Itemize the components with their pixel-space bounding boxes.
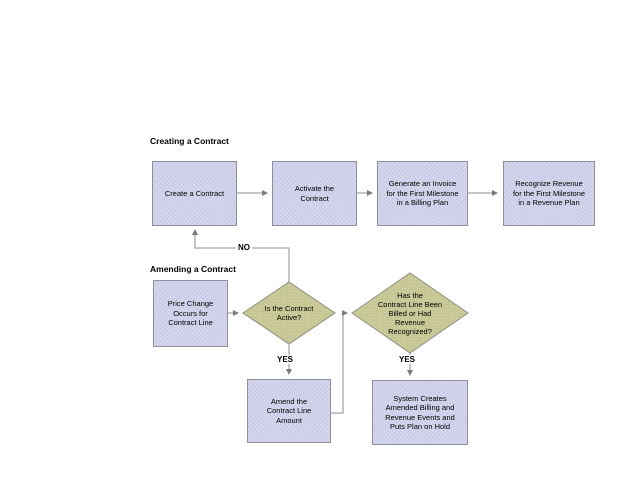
edge-label-yes-billed: YES xyxy=(397,355,418,364)
node-price-change: Price Change Occurs for Contract Line xyxy=(153,280,228,347)
section-heading-amending: Amending a Contract xyxy=(150,264,236,274)
node-create-contract: Create a Contract xyxy=(152,161,237,226)
node-system-creates-label: System Creates Amended Billing and Reven… xyxy=(385,393,455,432)
node-recognize-revenue-label: Recognize Revenue for the First Mileston… xyxy=(512,179,586,208)
node-recognize-revenue: Recognize Revenue for the First Mileston… xyxy=(503,161,595,226)
node-create-contract-label: Create a Contract xyxy=(164,188,225,198)
section-heading-creating: Creating a Contract xyxy=(150,136,229,146)
edge-label-yes-active: YES xyxy=(275,355,296,364)
node-price-change-label: Price Change Occurs for Contract Line xyxy=(167,299,214,328)
arrow-amend-to-billed-decision xyxy=(331,310,348,414)
node-amend-contract-line: Amend the Contract Line Amount xyxy=(247,379,331,443)
node-activate-contract: Activate the Contract xyxy=(272,161,357,226)
node-generate-invoice: Generate an Invoice for the First Milest… xyxy=(377,161,468,226)
node-amend-contract-line-label: Amend the Contract Line Amount xyxy=(266,396,312,425)
decision-diamond-is-active xyxy=(242,281,336,345)
edge-label-no: NO xyxy=(236,243,252,252)
node-generate-invoice-label: Generate an Invoice for the First Milest… xyxy=(386,179,459,208)
decision-diamond-billed-recognized xyxy=(351,272,469,354)
node-system-creates: System Creates Amended Billing and Reven… xyxy=(372,380,468,445)
arrow-no-loop-to-create xyxy=(192,229,290,282)
node-activate-contract-label: Activate the Contract xyxy=(294,184,335,203)
